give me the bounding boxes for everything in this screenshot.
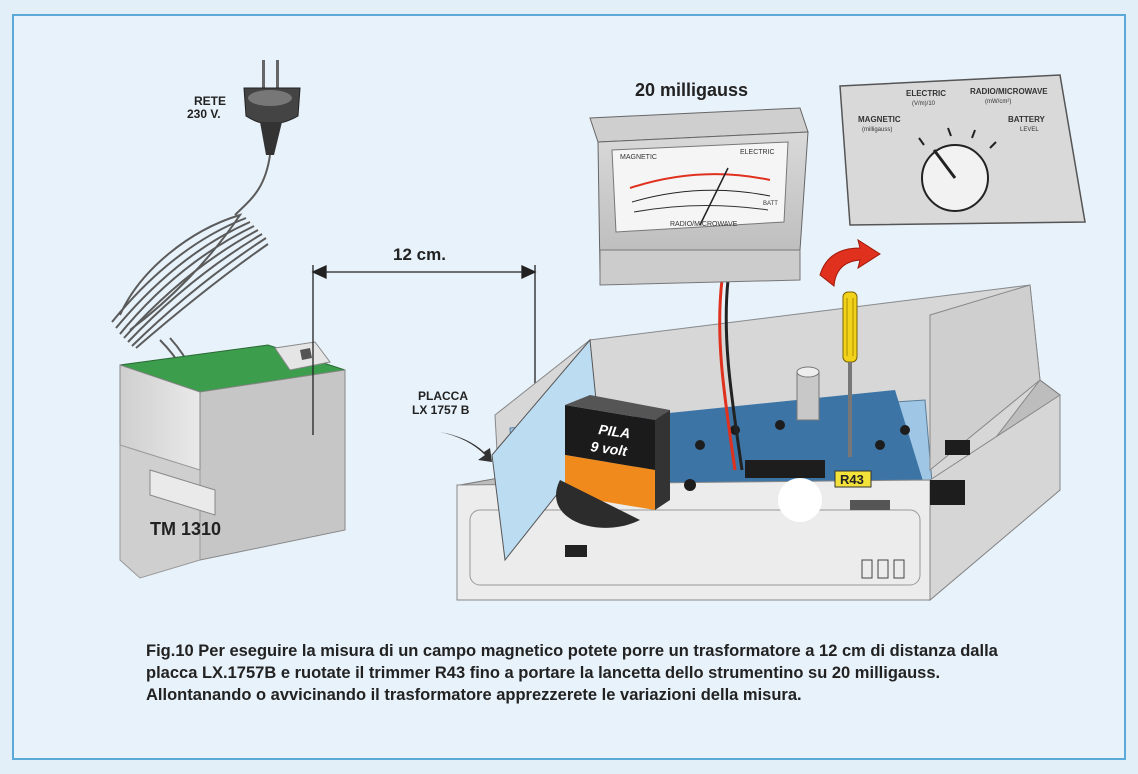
battery-label-line1: PILA xyxy=(598,421,632,441)
meter-scale-magnetic: MAGNETIC xyxy=(620,154,657,161)
selector-magnetic: MAGNETIC xyxy=(858,115,901,124)
meter-reading-label: 20 milligauss xyxy=(635,80,748,100)
meter-wires xyxy=(718,279,744,471)
selector-panel xyxy=(839,74,1086,226)
distance-label: 12 cm. xyxy=(393,245,446,264)
power-plug xyxy=(243,60,301,155)
distance-dimension xyxy=(311,264,537,435)
power-cable xyxy=(111,154,271,409)
selector-radio-unit: (mW/cm²) xyxy=(985,99,1011,105)
selector-radio: RADIO/MICROWAVE xyxy=(970,87,1048,96)
analog-meter xyxy=(589,107,809,286)
meter-scale-radio: RADIO/MICROWAVE xyxy=(670,221,738,228)
screwdriver xyxy=(842,291,858,457)
plate-arrow xyxy=(440,432,492,462)
selector-electric-unit: (V/m)/10 xyxy=(912,101,936,107)
trimmer-label: R43 xyxy=(840,472,864,487)
meter-scale-electric: ELECTRIC xyxy=(740,149,775,156)
battery xyxy=(556,395,670,528)
selector-magnetic-unit: (milligauss) xyxy=(862,127,892,133)
selector-battery: BATTERY xyxy=(1008,115,1046,124)
plate-label-line1: PLACCA xyxy=(418,389,468,403)
meter-scale-battery: BATT xyxy=(763,201,778,207)
plug-label-line1: RETE xyxy=(194,94,226,108)
trimmer-tag xyxy=(834,470,872,488)
figure-caption: Fig.10 Per eseguire la misura di un camp… xyxy=(146,642,998,704)
pcb-components xyxy=(684,420,970,522)
battery-label-line2: 9 volt xyxy=(590,438,630,459)
plug-label-line2: 230 V. xyxy=(187,107,221,121)
selector-battery-sub: LEVEL xyxy=(1020,127,1039,133)
rotation-arrow xyxy=(819,238,881,287)
pcb-standoff xyxy=(796,366,820,421)
plate-label-line2: LX 1757 B xyxy=(412,403,470,417)
transformer-label: TM 1310 xyxy=(150,519,221,539)
transformer xyxy=(119,341,346,579)
selector-electric: ELECTRIC xyxy=(906,89,946,98)
